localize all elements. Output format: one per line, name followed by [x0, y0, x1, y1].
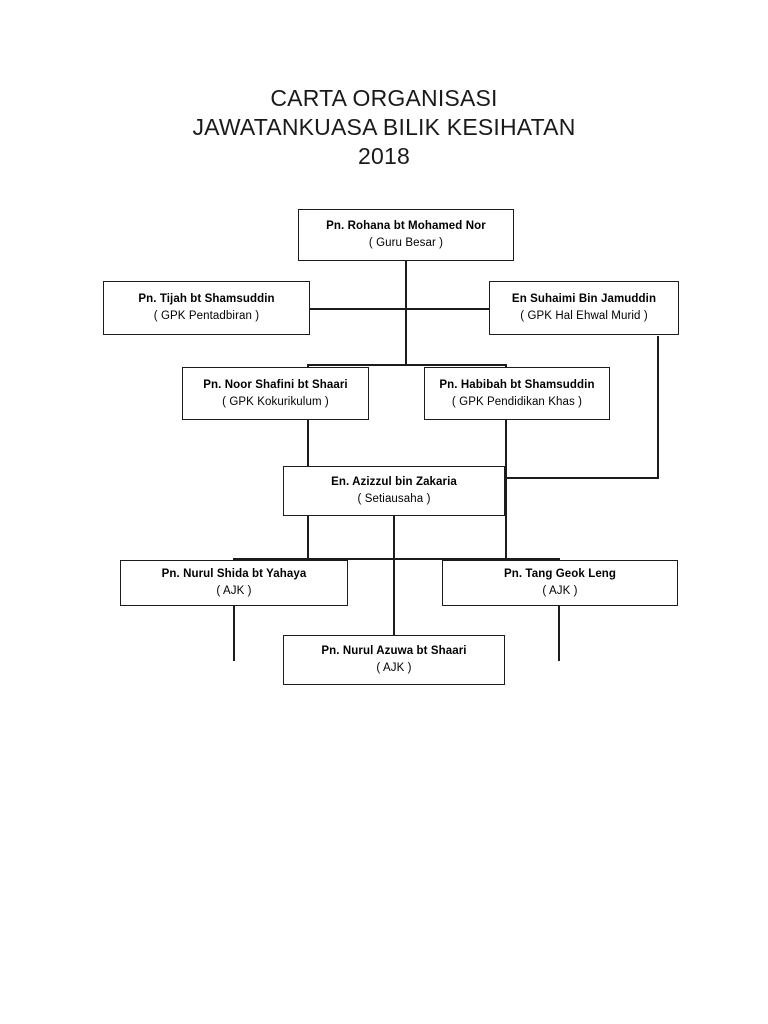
connector-suhaimi-to-setiausaha-horizontal [504, 477, 659, 479]
connector-to-habibah [505, 364, 507, 567]
node-role: ( AJK ) [542, 585, 578, 597]
node-role: ( Setiausaha ) [357, 493, 431, 505]
title-line-3: 2018 [358, 143, 410, 169]
org-node-gpk-pendidikan-khas[interactable]: Pn. Habibah bt Shamsuddin ( GPK Pendidik… [424, 367, 610, 420]
page-title: CARTA ORGANISASI JAWATANKUASA BILIK KESI… [0, 84, 768, 171]
connector-to-noor-shafini [307, 364, 309, 567]
connector-level3-crossbar [307, 364, 507, 366]
connector-setiausaha-trunk [393, 514, 395, 636]
node-name: Pn. Rohana bt Mohamed Nor [326, 220, 486, 232]
org-node-gpk-pentadbiran[interactable]: Pn. Tijah bt Shamsuddin ( GPK Pentadbira… [103, 281, 310, 335]
org-node-ajk-tang-geok-leng[interactable]: Pn. Tang Geok Leng ( AJK ) [442, 560, 678, 606]
connector-ajk-crossbar [233, 558, 559, 560]
node-name: Pn. Tijah bt Shamsuddin [138, 293, 275, 305]
node-name: En. Azizzul bin Zakaria [331, 476, 457, 488]
node-name: Pn. Habibah bt Shamsuddin [439, 378, 595, 391]
node-role: ( AJK ) [216, 585, 252, 597]
node-role: ( AJK ) [376, 662, 412, 674]
org-node-gpk-hal-ehwal-murid[interactable]: En Suhaimi Bin Jamuddin ( GPK Hal Ehwal … [489, 281, 679, 335]
node-name: Pn. Nurul Azuwa bt Shaari [321, 645, 467, 657]
node-name: Pn. Noor Shafini bt Shaari [203, 378, 348, 391]
title-line-2: JAWATANKUASA BILIK KESIHATAN [192, 114, 576, 140]
node-role: ( GPK Pendidikan Khas ) [451, 395, 583, 408]
connector-to-tang-geok-leng [558, 558, 560, 661]
node-name: Pn. Tang Geok Leng [503, 568, 617, 580]
connector-suhaimi-to-setiausaha-vertical [657, 336, 659, 478]
org-node-setiausaha[interactable]: En. Azizzul bin Zakaria ( Setiausaha ) [283, 466, 505, 516]
node-role: ( GPK Kokurikulum ) [222, 395, 329, 408]
node-role: ( GPK Hal Ehwal Murid ) [520, 310, 648, 322]
node-role: ( Guru Besar ) [368, 237, 444, 249]
connector-level2-crossbar [309, 308, 490, 310]
title-line-1: CARTA ORGANISASI [270, 85, 498, 111]
org-node-guru-besar[interactable]: Pn. Rohana bt Mohamed Nor ( Guru Besar ) [298, 209, 514, 261]
connector-gurubesar-trunk [405, 260, 407, 365]
node-role: ( GPK Pentadbiran ) [153, 310, 260, 322]
connector-to-nurul-shida [233, 558, 235, 661]
org-node-gpk-kokurikulum[interactable]: Pn. Noor Shafini bt Shaari ( GPK Kokurik… [182, 367, 369, 420]
node-name: Pn. Nurul Shida bt Yahaya [161, 568, 307, 580]
org-node-ajk-nurul-azuwa[interactable]: Pn. Nurul Azuwa bt Shaari ( AJK ) [283, 635, 505, 685]
node-name: En Suhaimi Bin Jamuddin [511, 293, 657, 305]
org-node-ajk-nurul-shida[interactable]: Pn. Nurul Shida bt Yahaya ( AJK ) [120, 560, 348, 606]
